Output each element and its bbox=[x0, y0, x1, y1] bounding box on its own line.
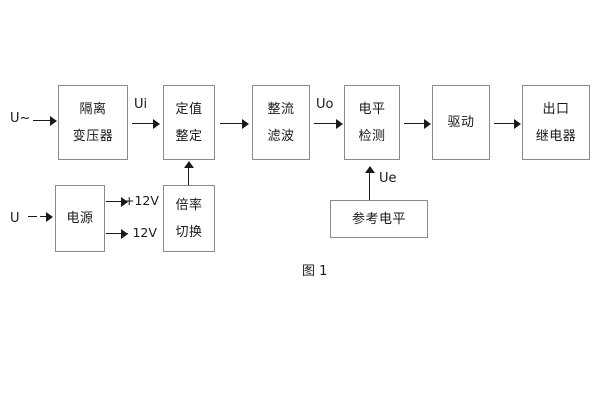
positive-supply-label: +12V bbox=[124, 193, 159, 208]
arrow-dc-input-to-power-supply bbox=[26, 212, 56, 222]
dc-input-label: U bbox=[10, 211, 20, 226]
arrow-drive-to-output-relay bbox=[494, 119, 521, 129]
block-output-relay-line-1: 出口 bbox=[542, 101, 570, 117]
block-isolation-transformer-line-1: 隔离 bbox=[79, 101, 107, 117]
arrow-power-supply-negative-output bbox=[106, 229, 128, 239]
block-multiplier-switch: 倍率 切换 bbox=[163, 185, 215, 252]
block-multiplier-switch-line-2: 切换 bbox=[175, 224, 203, 240]
block-isolation-transformer: 隔离 变压器 bbox=[58, 85, 128, 160]
ue-signal-label: Ue bbox=[379, 171, 397, 186]
arrow-reference-level-to-level-detection bbox=[365, 166, 375, 200]
block-level-detection-line-2: 检测 bbox=[358, 128, 386, 144]
block-power-supply: 电源 bbox=[55, 185, 105, 252]
negative-supply-label: - 12V bbox=[124, 225, 157, 240]
block-rectify-filter: 整流 滤波 bbox=[252, 85, 310, 160]
arrow-ac-input-to-isolation-transformer bbox=[33, 116, 57, 126]
block-reference-level-line-1: 参考电平 bbox=[351, 211, 406, 227]
block-output-relay-line-2: 继电器 bbox=[535, 128, 577, 144]
arrow-power-supply-positive-output bbox=[106, 197, 128, 207]
block-multiplier-switch-line-1: 倍率 bbox=[175, 197, 203, 213]
arrow-isolation-transformer-to-setting-value bbox=[132, 119, 160, 129]
block-setting-value: 定值 整定 bbox=[163, 85, 215, 160]
block-drive-line-1: 驱动 bbox=[447, 115, 475, 130]
ui-signal-label: Ui bbox=[134, 97, 148, 112]
block-output-relay: 出口 继电器 bbox=[522, 85, 590, 160]
block-power-supply-line-1: 电源 bbox=[66, 211, 94, 226]
block-rectify-filter-line-2: 滤波 bbox=[267, 128, 295, 144]
block-rectify-filter-line-1: 整流 bbox=[267, 101, 295, 117]
ac-input-label: U~ bbox=[10, 111, 31, 126]
arrow-multiplier-switch-to-setting-value bbox=[184, 161, 194, 185]
arrow-setting-value-to-rectify-filter bbox=[220, 119, 250, 129]
arrow-level-detection-to-drive bbox=[404, 119, 431, 129]
block-setting-value-line-1: 定值 bbox=[175, 101, 203, 117]
block-setting-value-line-2: 整定 bbox=[175, 128, 203, 144]
block-drive: 驱动 bbox=[432, 85, 490, 160]
arrow-rectify-filter-to-level-detection bbox=[314, 119, 343, 129]
uo-signal-label: Uo bbox=[316, 97, 334, 112]
block-level-detection: 电平 检测 bbox=[344, 85, 400, 160]
block-reference-level: 参考电平 bbox=[330, 200, 428, 238]
block-level-detection-line-1: 电平 bbox=[358, 101, 386, 117]
figure-caption: 图 1 bbox=[302, 264, 328, 279]
block-isolation-transformer-line-2: 变压器 bbox=[72, 128, 114, 144]
